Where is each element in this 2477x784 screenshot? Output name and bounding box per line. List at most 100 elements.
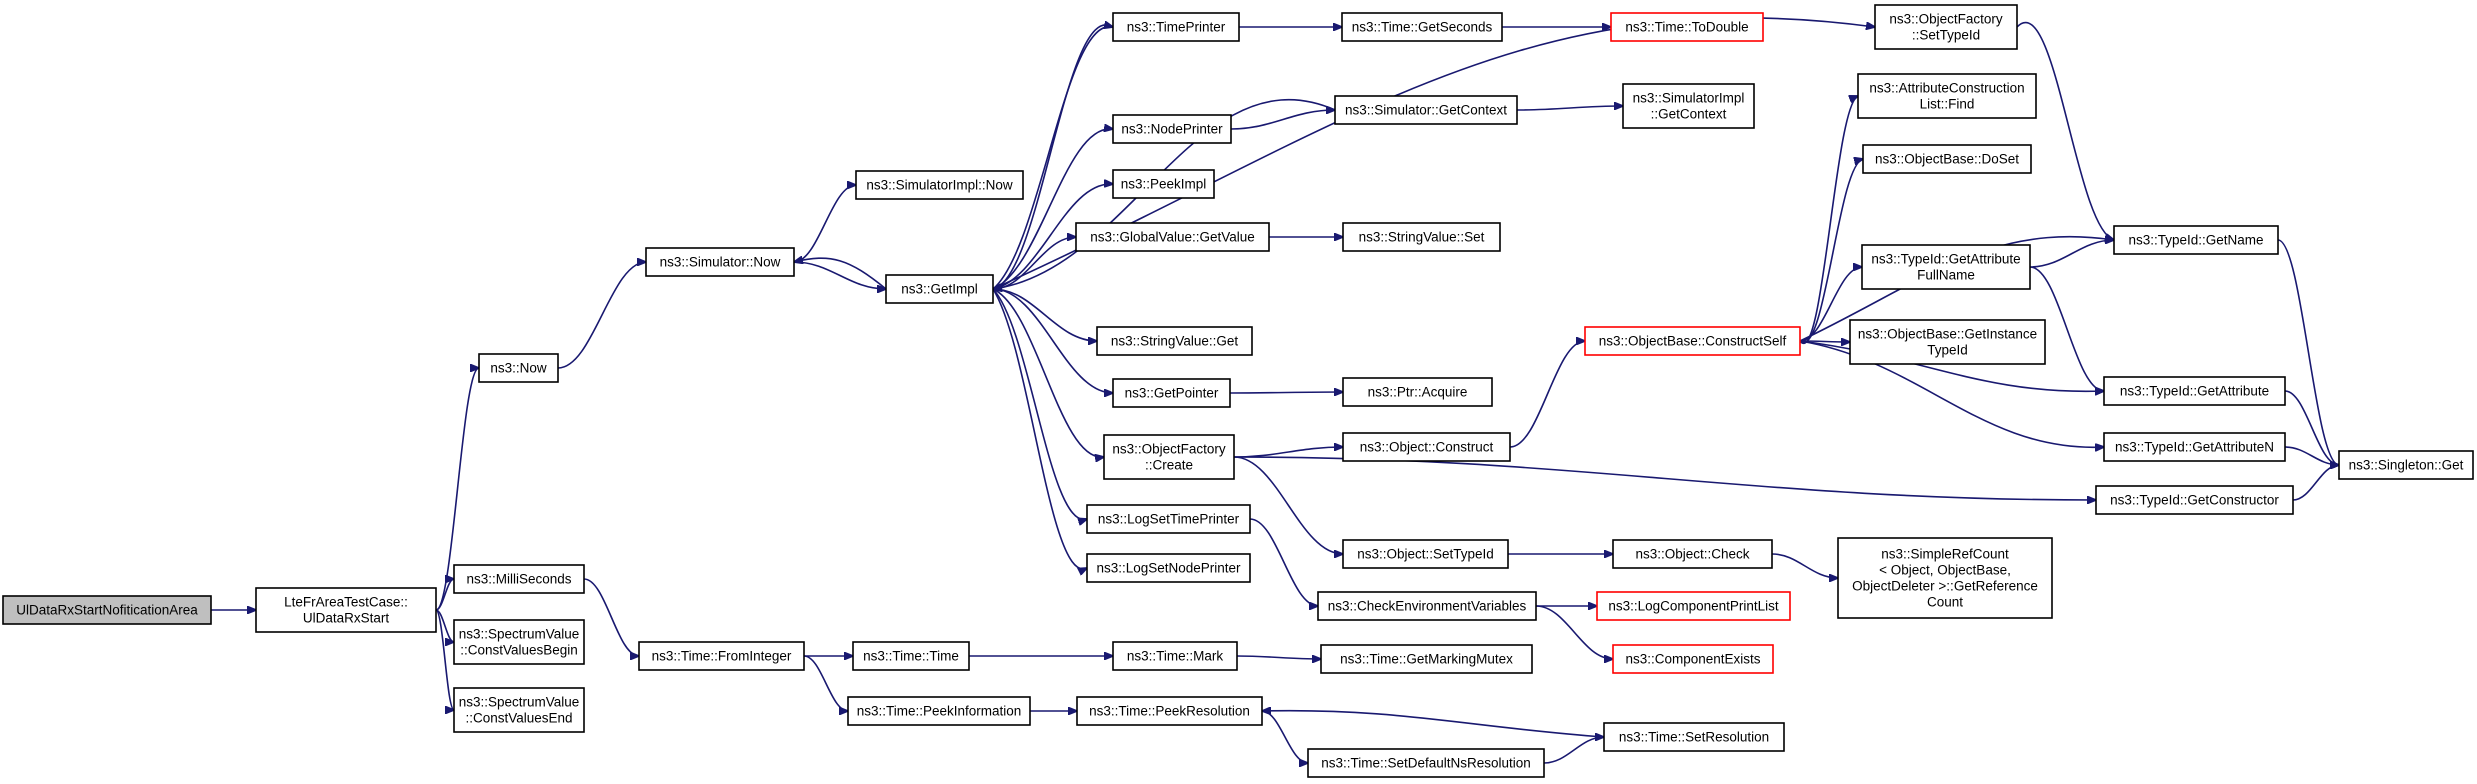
node-singleton[interactable]: ns3::Singleton::Get <box>2338 450 2474 480</box>
node-box[interactable] <box>1112 378 1231 408</box>
node-setdefres[interactable]: ns3::Time::SetDefaultNsResolution <box>1307 748 1545 778</box>
node-svget[interactable]: ns3::StringValue::Get <box>1096 326 1253 356</box>
node-timetime[interactable]: ns3::Time::Time <box>852 641 970 671</box>
node-tidgetattrn[interactable]: ns3::TypeId::GetAttributeN <box>2103 432 2286 462</box>
node-box[interactable] <box>1874 4 2018 50</box>
node-simimplctx[interactable]: ns3::SimulatorImpl::GetContext <box>1622 83 1755 129</box>
node-box[interactable] <box>638 641 805 671</box>
node-box[interactable] <box>1603 722 1785 752</box>
node-box[interactable] <box>855 170 1024 200</box>
node-logsetnode[interactable]: ns3::LogSetNodePrinter <box>1086 553 1251 583</box>
node-peekimpl[interactable]: ns3::PeekImpl <box>1112 169 1215 199</box>
node-todouble[interactable]: ns3::Time::ToDouble <box>1610 12 1764 42</box>
node-svset[interactable]: ns3::StringValue::Set <box>1342 222 1501 252</box>
node-obdoset[interactable]: ns3::ObjectBase::DoSet <box>1862 144 2032 174</box>
node-logsettime[interactable]: ns3::LogSetTimePrinter <box>1086 504 1251 534</box>
node-box[interactable] <box>645 247 795 277</box>
node-peekinfo[interactable]: ns3::Time::PeekInformation <box>847 696 1031 726</box>
node-box[interactable] <box>453 619 585 665</box>
node-box[interactable] <box>852 641 970 671</box>
node-ptracquire[interactable]: ns3::Ptr::Acquire <box>1342 377 1493 407</box>
node-simnow[interactable]: ns3::Simulator::Now <box>645 247 795 277</box>
node-box[interactable] <box>1837 537 2053 619</box>
node-timemark[interactable]: ns3::Time::Mark <box>1112 641 1238 671</box>
node-ofcreate[interactable]: ns3::ObjectFactory::Create <box>1103 434 1235 480</box>
node-box[interactable] <box>1096 326 1253 356</box>
node-box[interactable] <box>1857 73 2037 119</box>
node-nodeprinter[interactable]: ns3::NodePrinter <box>1112 114 1232 144</box>
node-box[interactable] <box>1341 12 1503 42</box>
node-box[interactable] <box>1622 83 1755 129</box>
node-gvgetvalue[interactable]: ns3::GlobalValue::GetValue <box>1075 222 1270 252</box>
node-svbegin[interactable]: ns3::SpectrumValue::ConstValuesBegin <box>453 619 585 665</box>
node-tidgetattr[interactable]: ns3::TypeId::GetAttribute <box>2103 376 2286 406</box>
node-box[interactable] <box>453 564 585 594</box>
node-logcomplist[interactable]: ns3::LogComponentPrintList <box>1596 591 1791 621</box>
node-box[interactable] <box>1596 591 1791 621</box>
node-box[interactable] <box>1103 434 1235 480</box>
node-box[interactable] <box>1317 591 1537 621</box>
node-fromint[interactable]: ns3::Time::FromInteger <box>638 641 805 671</box>
node-box[interactable] <box>2103 376 2286 406</box>
node-ofsettypeid[interactable]: ns3::ObjectFactory::SetTypeId <box>1874 4 2018 50</box>
node-simimplnow[interactable]: ns3::SimulatorImpl::Now <box>855 170 1024 200</box>
node-simplerefcount[interactable]: ns3::SimpleRefCount< Object, ObjectBase,… <box>1837 537 2053 619</box>
node-lte[interactable]: LteFrAreaTestCase::UlDataRxStart <box>255 587 437 633</box>
node-box[interactable] <box>1307 748 1545 778</box>
node-now[interactable]: ns3::Now <box>478 353 559 383</box>
node-getseconds[interactable]: ns3::Time::GetSeconds <box>1341 12 1503 42</box>
node-box[interactable] <box>2103 432 2286 462</box>
node-box[interactable] <box>1334 95 1518 125</box>
node-box[interactable] <box>453 687 585 733</box>
node-setres[interactable]: ns3::Time::SetResolution <box>1603 722 1785 752</box>
node-box[interactable] <box>1086 553 1251 583</box>
node-box[interactable] <box>1342 539 1509 569</box>
node-box[interactable] <box>1612 644 1774 674</box>
node-getmarkmutex[interactable]: ns3::Time::GetMarkingMutex <box>1320 644 1533 674</box>
node-box[interactable] <box>1112 169 1215 199</box>
node-box[interactable] <box>2095 485 2294 515</box>
node-box[interactable] <box>1342 377 1493 407</box>
node-box[interactable] <box>1076 696 1263 726</box>
node-box[interactable] <box>1342 432 1511 462</box>
node-box[interactable] <box>2338 450 2474 480</box>
node-box[interactable] <box>478 353 559 383</box>
node-peekres[interactable]: ns3::Time::PeekResolution <box>1076 696 1263 726</box>
node-box[interactable] <box>1861 244 2031 290</box>
node-compexists[interactable]: ns3::ComponentExists <box>1612 644 1774 674</box>
node-box[interactable] <box>2113 225 2279 255</box>
node-getpointer[interactable]: ns3::GetPointer <box>1112 378 1231 408</box>
node-tidgetctor[interactable]: ns3::TypeId::GetConstructor <box>2095 485 2294 515</box>
node-box[interactable] <box>1112 114 1232 144</box>
node-objcheck[interactable]: ns3::Object::Check <box>1612 539 1773 569</box>
node-box[interactable] <box>1849 319 2046 365</box>
node-box[interactable] <box>1342 222 1501 252</box>
node-objsettypeid[interactable]: ns3::Object::SetTypeId <box>1342 539 1509 569</box>
node-box[interactable] <box>1612 539 1773 569</box>
node-tidgetname[interactable]: ns3::TypeId::GetName <box>2113 225 2279 255</box>
node-root[interactable]: UlDataRxStartNofiticationArea <box>2 595 212 625</box>
node-box[interactable] <box>255 587 437 633</box>
node-box[interactable] <box>1320 644 1533 674</box>
node-box[interactable] <box>1112 12 1240 42</box>
node-box[interactable] <box>1075 222 1270 252</box>
node-svend[interactable]: ns3::SpectrumValue::ConstValuesEnd <box>453 687 585 733</box>
node-box[interactable] <box>1862 144 2032 174</box>
node-box[interactable] <box>847 696 1031 726</box>
node-simgetctx[interactable]: ns3::Simulator::GetContext <box>1334 95 1518 125</box>
node-box[interactable] <box>1610 12 1764 42</box>
node-box[interactable] <box>1584 326 1801 356</box>
node-millis[interactable]: ns3::MilliSeconds <box>453 564 585 594</box>
node-timeprinter[interactable]: ns3::TimePrinter <box>1112 12 1240 42</box>
node-box[interactable] <box>2 595 212 625</box>
node-checkenv[interactable]: ns3::CheckEnvironmentVariables <box>1317 591 1537 621</box>
node-box[interactable] <box>1086 504 1251 534</box>
node-construct[interactable]: ns3::ObjectBase::ConstructSelf <box>1584 326 1801 356</box>
node-objconstruct[interactable]: ns3::Object::Construct <box>1342 432 1511 462</box>
node-getimpl[interactable]: ns3::GetImpl <box>885 274 994 304</box>
node-box[interactable] <box>885 274 994 304</box>
node-box[interactable] <box>1112 641 1238 671</box>
